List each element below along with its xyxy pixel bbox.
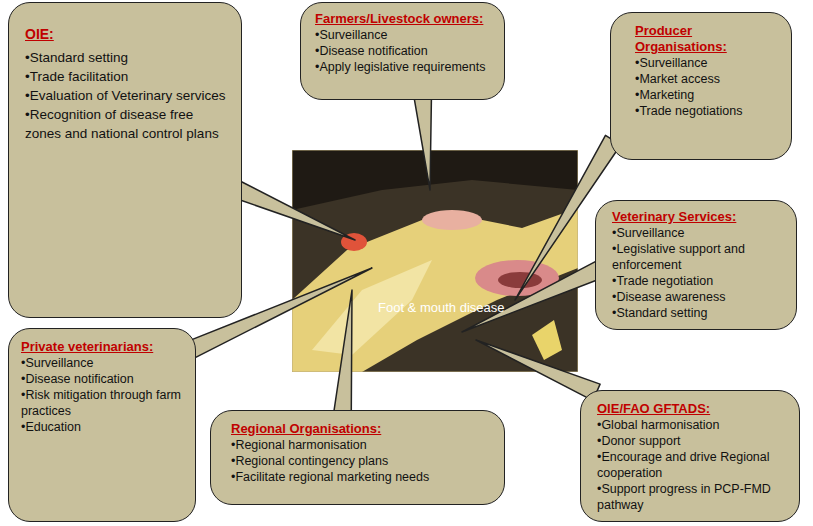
bullet-item: •Apply legislative requirements xyxy=(315,59,492,75)
photo-shadow xyxy=(292,150,578,210)
callout-tail xyxy=(333,290,352,417)
bullet-item: •Education xyxy=(21,419,185,435)
bullet-item: •Surveillance xyxy=(21,355,185,371)
callout-heading: OIE: xyxy=(25,25,229,44)
bullet-item: •Surveillance xyxy=(315,27,492,43)
bullet-item: •Trade negotiations xyxy=(635,103,781,119)
callout-box: Regional Organisations:•Regional harmoni… xyxy=(210,410,505,505)
photo-panel: Foot & mouth disease xyxy=(292,150,578,372)
callout-tail xyxy=(414,93,432,190)
photo-illustration xyxy=(292,150,578,372)
bullet-item: •Global harmonisation xyxy=(597,417,789,433)
bullet-item: •Surveillance xyxy=(612,225,786,241)
bullet-item: •Risk mitigation through farm practices xyxy=(21,387,185,419)
callout-heading: Producer Organisations: xyxy=(635,23,781,55)
callout-tail xyxy=(233,181,355,240)
callout-heading: Veterinary Services: xyxy=(612,209,786,225)
bullet-item: •Support progress in PCP-FMD pathway xyxy=(597,481,789,513)
callout-box: OIE/FAO GFTADS:•Global harmonisation•Don… xyxy=(580,390,800,522)
bullet-item: •Trade negotiation xyxy=(612,273,786,289)
tail-shape xyxy=(233,181,355,240)
skin-patch xyxy=(422,210,482,230)
bullet-item: •Regional contingency plans xyxy=(231,453,490,469)
bullet-item: •Standard setting xyxy=(612,305,786,321)
callout-box: Farmers/Livestock owners:•Surveillance•D… xyxy=(300,2,505,100)
bullet-item: •Standard setting xyxy=(25,48,229,67)
bullet-item: •Legislative support and enforcement xyxy=(612,241,786,273)
bullet-item: •Encourage and drive Regional cooperatio… xyxy=(597,449,789,481)
tail-shape xyxy=(414,93,432,190)
bullet-item: •Marketing xyxy=(635,87,781,103)
callout-tail xyxy=(462,261,604,332)
bullet-item: •Trade facilitation xyxy=(25,67,229,86)
bullet-item: •Evaluation of Veterinary services xyxy=(25,86,229,105)
bullet-item: •Market access xyxy=(635,71,781,87)
callout-heading: Private veterinarians: xyxy=(21,339,185,355)
callout-tail xyxy=(476,340,600,401)
bullet-item: •Disease notification xyxy=(315,43,492,59)
claw xyxy=(532,320,562,360)
bullet-item: •Disease awareness xyxy=(612,289,786,305)
tail-shape xyxy=(333,290,352,417)
callout-box: Private veterinarians:•Surveillance•Dise… xyxy=(8,328,196,522)
bullet-item: •Recognition of disease free zones and n… xyxy=(25,105,229,143)
callout-box: Veterinary Services:•Surveillance•Legisl… xyxy=(595,200,797,330)
bullet-item: •Surveillance xyxy=(635,55,781,71)
bullet-item: •Regional harmonisation xyxy=(231,437,490,453)
photo-frame xyxy=(292,150,578,372)
callout-heading: Regional Organisations: xyxy=(231,421,490,437)
callout-heading: OIE/FAO GFTADS: xyxy=(597,401,789,417)
callout-box: Producer Organisations:•Surveillance•Mar… xyxy=(610,12,792,160)
photo-caption: Foot & mouth disease xyxy=(378,300,504,316)
bullet-item: •Facilitate regional marketing needs xyxy=(231,469,490,485)
callout-heading: Farmers/Livestock owners: xyxy=(315,11,492,27)
gum-lesion xyxy=(498,272,542,288)
tail-shape xyxy=(476,340,600,401)
tail-shape xyxy=(462,261,604,332)
bullet-item: •Disease notification xyxy=(21,371,185,387)
bullet-item: •Donor support xyxy=(597,433,789,449)
photo-ground xyxy=(292,150,578,372)
callout-box: OIE: •Standard setting•Trade facilitation… xyxy=(8,2,242,318)
